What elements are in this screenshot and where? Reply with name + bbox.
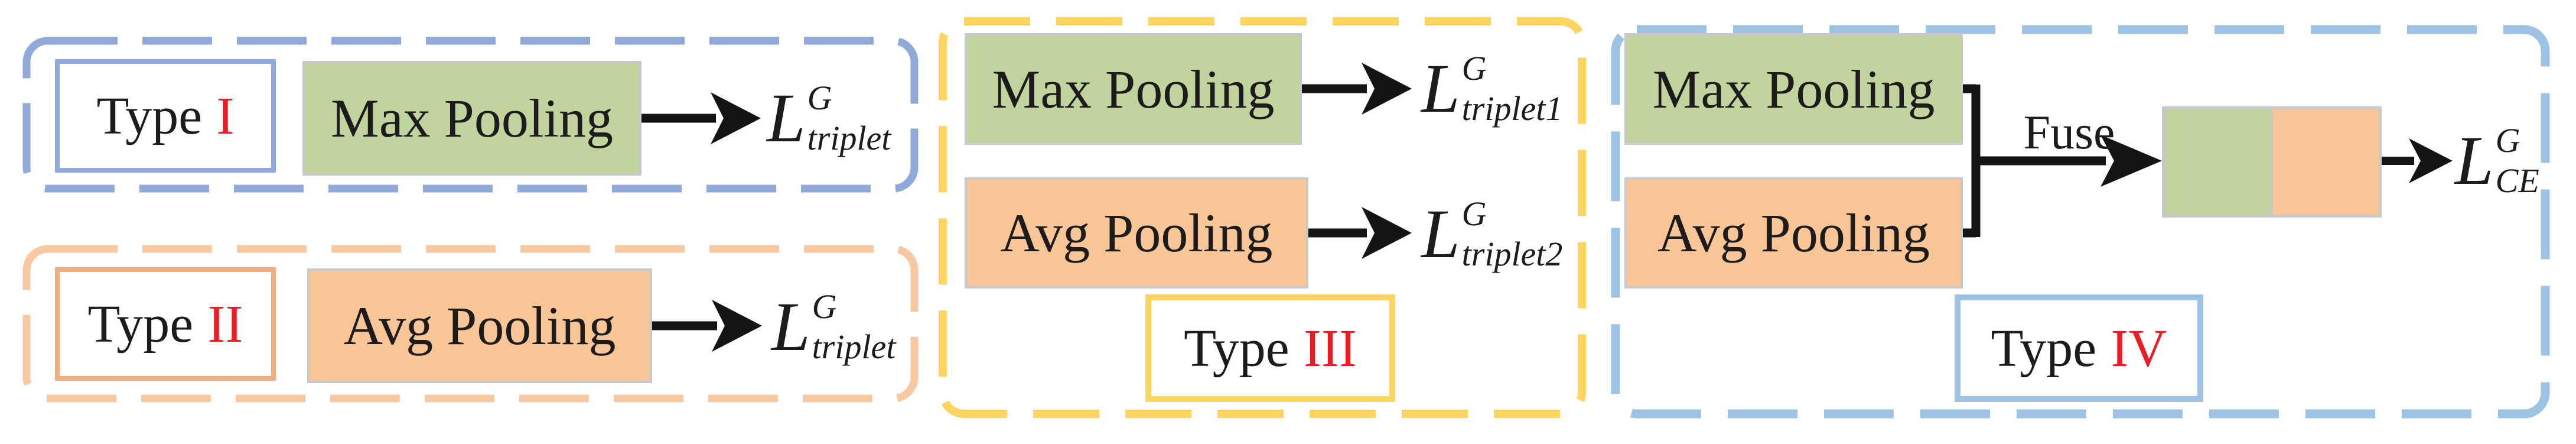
type1-label-box: Type I	[55, 59, 276, 173]
type4-ce-arrow-head	[2409, 138, 2453, 183]
type4-loss-base: L	[2455, 121, 2494, 199]
type4-label-text: Type	[1991, 319, 2097, 378]
type4-max-pooling-label: Max Pooling	[1652, 59, 1935, 119]
type2-label-text: Type	[87, 294, 194, 354]
type2-loss-base: L	[771, 287, 810, 365]
type4-fuse-arrow-head	[2100, 135, 2162, 187]
type2-loss-superscript: G	[812, 287, 837, 326]
type3-loss1-superscript: G	[1461, 49, 1487, 87]
type3-dashed-border	[939, 17, 1586, 418]
type3-avg-arrow-head	[1362, 207, 1412, 259]
type2-label-numeral: II	[207, 294, 243, 354]
type4-label-box: Type IV	[1955, 294, 2203, 402]
type4-label-numeral: IV	[2111, 319, 2167, 378]
type2-dashed-border	[22, 245, 919, 403]
type4-fused-feature-block	[2162, 106, 2382, 218]
type3-loss1-subscript: triplet1	[1461, 89, 1563, 128]
type2-label-box: Type II	[55, 267, 276, 381]
type4-dashed-border	[1611, 25, 2550, 419]
type1-arrow-head	[711, 92, 761, 144]
type3-loss2-subscript: triplet2	[1461, 235, 1563, 273]
type1-dashed-border	[22, 37, 919, 193]
type2-loss-subscript: triplet	[812, 328, 896, 366]
type1-max-pooling-label: Max Pooling	[331, 88, 613, 148]
type4-fused-block-orange-half	[2273, 109, 2379, 215]
type1-loss-scripts: G triplet	[807, 81, 891, 155]
type3-loss2-superscript: G	[1461, 195, 1487, 233]
type3-loss2-label: L G triplet2	[1421, 197, 1562, 271]
type4-avg-pooling-block: Avg Pooling	[1624, 177, 1963, 289]
type4-loss-subscript: CE	[2495, 161, 2539, 200]
type2-loss-scripts: G triplet	[812, 290, 896, 364]
type4-max-pooling-block: Max Pooling	[1624, 33, 1963, 145]
type4-fused-block-green-half	[2165, 109, 2271, 215]
type1-loss-superscript: G	[807, 79, 832, 117]
type3-label-box: Type III	[1145, 294, 1395, 402]
type3-loss1-scripts: G triplet1	[1462, 51, 1563, 126]
type2-avg-pooling-label: Avg Pooling	[343, 296, 616, 356]
type3-label-numeral: III	[1304, 319, 1357, 378]
type4-loss-superscript: G	[2495, 121, 2520, 160]
type3-loss2-base: L	[1421, 195, 1460, 273]
type3-loss1-base: L	[1421, 49, 1460, 127]
type2-avg-pooling-block: Avg Pooling	[307, 268, 652, 383]
type3-max-pooling-block: Max Pooling	[965, 33, 1302, 145]
type1-loss-subscript: triplet	[807, 119, 891, 157]
type4-loss-label: L G CE	[2455, 124, 2539, 198]
type1-loss-base: L	[767, 79, 806, 157]
type4-fuse-label: Fuse	[2023, 105, 2115, 159]
type3-label-text: Type	[1184, 319, 1289, 378]
type1-max-pooling-block: Max Pooling	[302, 61, 641, 176]
type3-loss1-label: L G triplet1	[1421, 51, 1562, 126]
type4-loss-scripts: G CE	[2496, 124, 2539, 198]
type3-loss2-scripts: G triplet2	[1462, 197, 1563, 271]
type1-label-text: Type	[96, 86, 203, 145]
type3-max-pooling-label: Max Pooling	[992, 59, 1275, 119]
type1-label-numeral: I	[216, 86, 235, 145]
type4-avg-pooling-label: Avg Pooling	[1657, 203, 1930, 263]
type1-loss-label: L G triplet	[767, 81, 891, 155]
type4-fuse-bracket	[1963, 84, 2106, 238]
type3-avg-pooling-label: Avg Pooling	[1000, 203, 1273, 263]
type3-avg-pooling-block: Avg Pooling	[965, 177, 1308, 289]
type2-arrow-head	[712, 300, 762, 352]
type2-loss-label: L G triplet	[771, 290, 895, 364]
type3-max-arrow-head	[1362, 63, 1412, 115]
